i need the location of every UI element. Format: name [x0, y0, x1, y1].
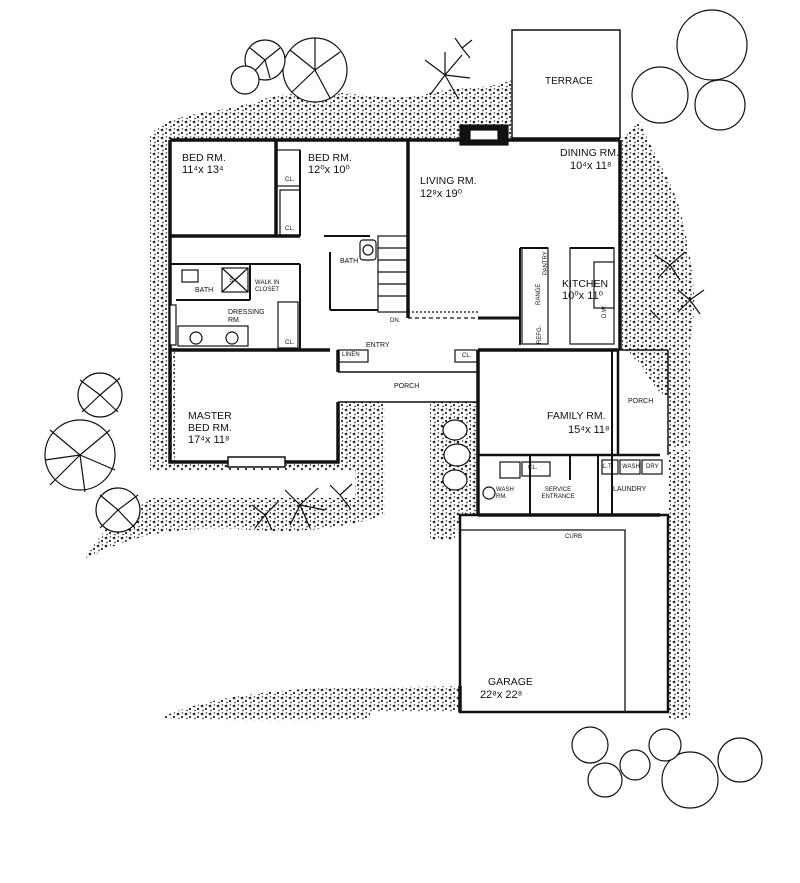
pantry-label: PANTRY	[543, 251, 549, 275]
living-label: LIVING RM.	[420, 175, 477, 187]
curb-label: CURB	[565, 534, 583, 540]
kitchen-size: 10⁰x 11⁰	[562, 290, 604, 302]
tree-top-left	[230, 37, 348, 103]
living-size: 12⁸x 19⁰	[420, 188, 463, 200]
refg-label: REFG.	[537, 325, 543, 344]
landscape-gravel	[85, 80, 695, 721]
garage-size: 22⁸x 22⁸	[480, 689, 523, 701]
family-size: 15⁴x 11⁸	[568, 424, 610, 436]
closet-label-bed1: CL.	[285, 226, 295, 232]
closet-label-entry: CL.	[462, 353, 472, 359]
closet-label-dressing: CL.	[285, 340, 295, 346]
palm-top	[424, 37, 473, 99]
linen-label: LINEN	[342, 352, 360, 358]
washrm-label: WASH RM.	[496, 487, 514, 500]
interior-details	[169, 124, 670, 714]
dining-size: 10⁴x 11⁸	[570, 160, 612, 172]
shower-label: S	[229, 278, 234, 284]
landscape-trees	[44, 9, 763, 809]
family-label: FAMILY RM.	[547, 410, 606, 422]
garage-label: GARAGE	[488, 676, 533, 688]
terrace-label: TERRACE	[545, 76, 593, 87]
bed2-label: BED RM.	[308, 152, 352, 164]
tree-right	[649, 251, 705, 321]
laundry-tub-label: L.T.	[603, 464, 613, 470]
dining-label: DINING RM.	[560, 147, 619, 159]
bed2-size: 12⁰x 10⁰	[308, 164, 350, 176]
service-label: SERVICE ENTRANCE	[541, 487, 575, 500]
range-label: RANGE	[536, 283, 542, 305]
entry-label: ENTRY	[366, 342, 390, 349]
tree-left	[44, 372, 141, 533]
master-label: MASTER BED RM.	[188, 410, 232, 434]
stair-down-label: DN.	[390, 318, 401, 324]
bath-hall-label: BATH	[340, 258, 359, 265]
master-size: 17⁴x 11⁸	[188, 434, 230, 446]
porch-front-label: PORCH	[394, 383, 420, 390]
washer-label: WASH	[622, 464, 640, 470]
closet-label-bed2: CL.	[285, 177, 295, 183]
bed1-label: BED RM.	[182, 152, 226, 164]
kitchen-label: KITCHEN	[562, 278, 609, 290]
dw-label: D.W.	[602, 305, 608, 318]
shrubs-front	[251, 483, 353, 531]
bath-master-label: BATH	[195, 287, 214, 294]
walkin-label: WALK IN CLOSET	[255, 280, 280, 293]
bed1-size: 11⁴x 13⁴	[182, 164, 224, 176]
laundry-label: LAUNDRY	[613, 486, 647, 493]
closet-label-service: CL.	[528, 465, 538, 471]
porch-side-label: PORCH	[628, 398, 654, 405]
shrubs-walk	[442, 419, 471, 491]
circle-shrubs	[631, 9, 748, 131]
dressing-label: DRESSING RM.	[228, 309, 265, 324]
dryer-label: DRY	[646, 464, 659, 470]
shrubs-garage	[571, 726, 763, 809]
terrace-slab	[511, 29, 621, 139]
